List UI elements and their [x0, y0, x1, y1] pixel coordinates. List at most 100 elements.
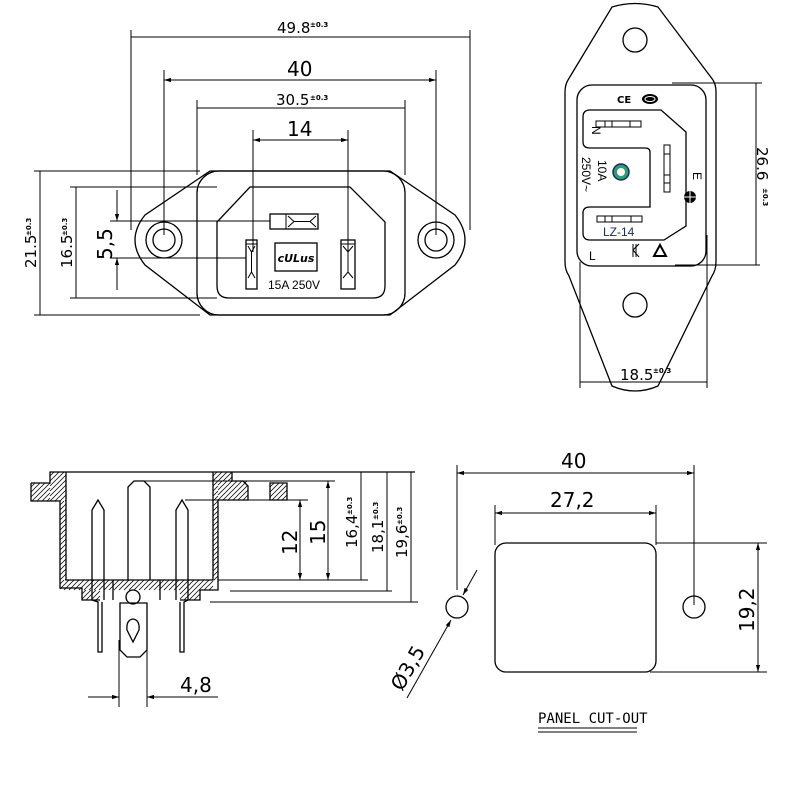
title-underline [538, 727, 637, 733]
hatch-line [188, 589, 200, 601]
hatch-line [217, 471, 228, 482]
hatch-line [113, 579, 125, 591]
hatch-line [183, 579, 195, 591]
hatch-line [276, 489, 288, 501]
hatch-line [59, 494, 67, 502]
dim-overall-width: 49.8 [277, 19, 310, 37]
hatch-line [158, 579, 170, 591]
cutout-rectangle [494, 542, 657, 673]
hatch-line [108, 579, 120, 591]
hatch-line [93, 579, 105, 591]
hatch-line [49, 474, 67, 492]
hatch-line [59, 523, 67, 531]
hatch-line [163, 579, 175, 591]
hatch-line [148, 579, 160, 591]
hatch-line [133, 579, 145, 591]
ce-mark: CE [617, 95, 631, 106]
hatch-line [269, 482, 275, 488]
dim-cutout-height: 19,2 [735, 587, 759, 632]
hatch-line [59, 558, 67, 566]
hatch-line [212, 570, 219, 577]
hatch-line [212, 550, 219, 557]
hatch-line [217, 480, 223, 486]
hatch-line [222, 471, 233, 482]
dim-body-width: 30.5 [276, 91, 309, 109]
rear-view: N 10A 250V~ E LZ-14 L CE 26.6 ±0.3 18.5 … [564, 2, 771, 392]
model-label: LZ-14 [603, 225, 635, 239]
dim-terminal-width: 4,8 [180, 673, 212, 697]
hatch-line [212, 480, 219, 487]
hatch-line [138, 579, 150, 591]
hatch-line [217, 480, 233, 496]
hatch-line [179, 589, 185, 595]
cul-us-mark: cULus [278, 252, 315, 265]
dim-tolerance: ±0.3 [310, 21, 328, 29]
front-view: 49.8 ±0.3 40 30.5 ±0.3 14 cULus 15A 250V [22, 19, 471, 316]
right-pin [175, 498, 189, 653]
hatch-line [217, 480, 238, 501]
dim-overall-height: 21.5 [22, 235, 40, 268]
center-earth-pin [127, 480, 151, 580]
hatch-line [31, 482, 51, 502]
hatch-line [227, 480, 248, 501]
hatch-line [269, 482, 280, 493]
hatch-line [59, 568, 67, 576]
dim-tolerance: ±0.3 [310, 94, 328, 102]
hatch-line [212, 560, 219, 567]
hatch-line [30, 482, 41, 493]
dim-tolerance: ±0.3 [61, 218, 69, 236]
dim-cutout-hole-pitch: 40 [561, 449, 586, 473]
hatch-line [85, 589, 97, 601]
earth-pin [269, 213, 319, 230]
terminal-hole [125, 589, 141, 605]
hatch-line [217, 471, 223, 477]
hatch-line [212, 500, 219, 507]
hatch-line [49, 471, 65, 487]
hatch-line [59, 553, 67, 561]
current-label: 10A [595, 160, 609, 181]
hatch-line [168, 579, 180, 591]
section-hatching [30, 471, 288, 601]
kc-mark-icon [632, 243, 640, 258]
live-contact [596, 215, 643, 223]
panel-cutout-title: PANEL CUT-OUT [538, 711, 648, 727]
hatch-line [212, 535, 219, 542]
rear-mounting-hole-bottom [622, 292, 648, 318]
hatch-line [59, 503, 67, 511]
hatch-line [188, 579, 200, 591]
hatch-line [212, 505, 219, 512]
earth-contact [663, 144, 671, 193]
hatch-line [118, 579, 130, 591]
dim-rear-height: 26.6 [753, 147, 771, 180]
hatch-line [212, 515, 219, 522]
dim-pin-pitch: 14 [287, 117, 312, 141]
hatch-line [227, 476, 233, 482]
hatch-line [212, 545, 219, 552]
dim-hole-pitch: 40 [287, 57, 312, 81]
cutout-hole-left [445, 595, 469, 619]
neutral-contact [595, 120, 642, 128]
hatch-line [59, 528, 67, 536]
hatch-line [30, 482, 36, 488]
dim-tolerance: ±0.3 [396, 507, 404, 525]
neutral-label: N [589, 126, 603, 135]
hatch-line [232, 484, 249, 501]
hatch-line [95, 595, 101, 601]
hatch-line [237, 489, 249, 501]
terminal-slot [126, 618, 140, 644]
hatch-line [49, 479, 67, 497]
dim-rear-width: 18.5 [620, 366, 653, 384]
hatch-line [222, 480, 243, 501]
hatch-line [81, 589, 92, 600]
hatch-line [193, 593, 201, 601]
bottom-terminal [112, 580, 161, 658]
hatch-line [143, 579, 155, 591]
mounting-hole-right-inner [424, 228, 448, 252]
mounting-hole-right [417, 221, 455, 259]
body-outline [196, 170, 406, 316]
hatch-line [59, 563, 67, 571]
hatch-line [212, 520, 219, 527]
warning-triangle-icon [652, 242, 668, 257]
hatch-line [54, 489, 67, 502]
